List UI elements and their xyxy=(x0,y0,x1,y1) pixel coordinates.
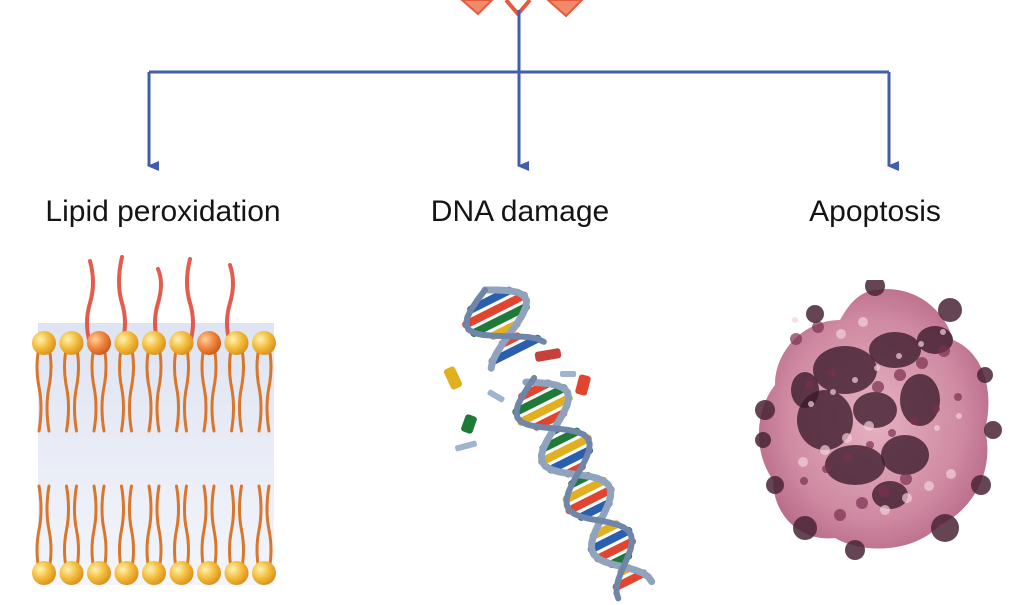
upper-leaflet-heads xyxy=(32,331,276,355)
label-lipid-peroxidation: Lipid peroxidation xyxy=(8,190,318,234)
broken-dna-illustration xyxy=(425,275,670,605)
label-dna-damage: DNA damage xyxy=(400,190,640,234)
label-apoptosis: Apoptosis xyxy=(775,190,975,234)
lower-leaflet-heads xyxy=(32,561,276,585)
source-shape-fragment xyxy=(462,0,582,16)
lipid-bilayer-illustration xyxy=(30,255,280,600)
apoptotic-cell-illustration xyxy=(745,280,1010,560)
